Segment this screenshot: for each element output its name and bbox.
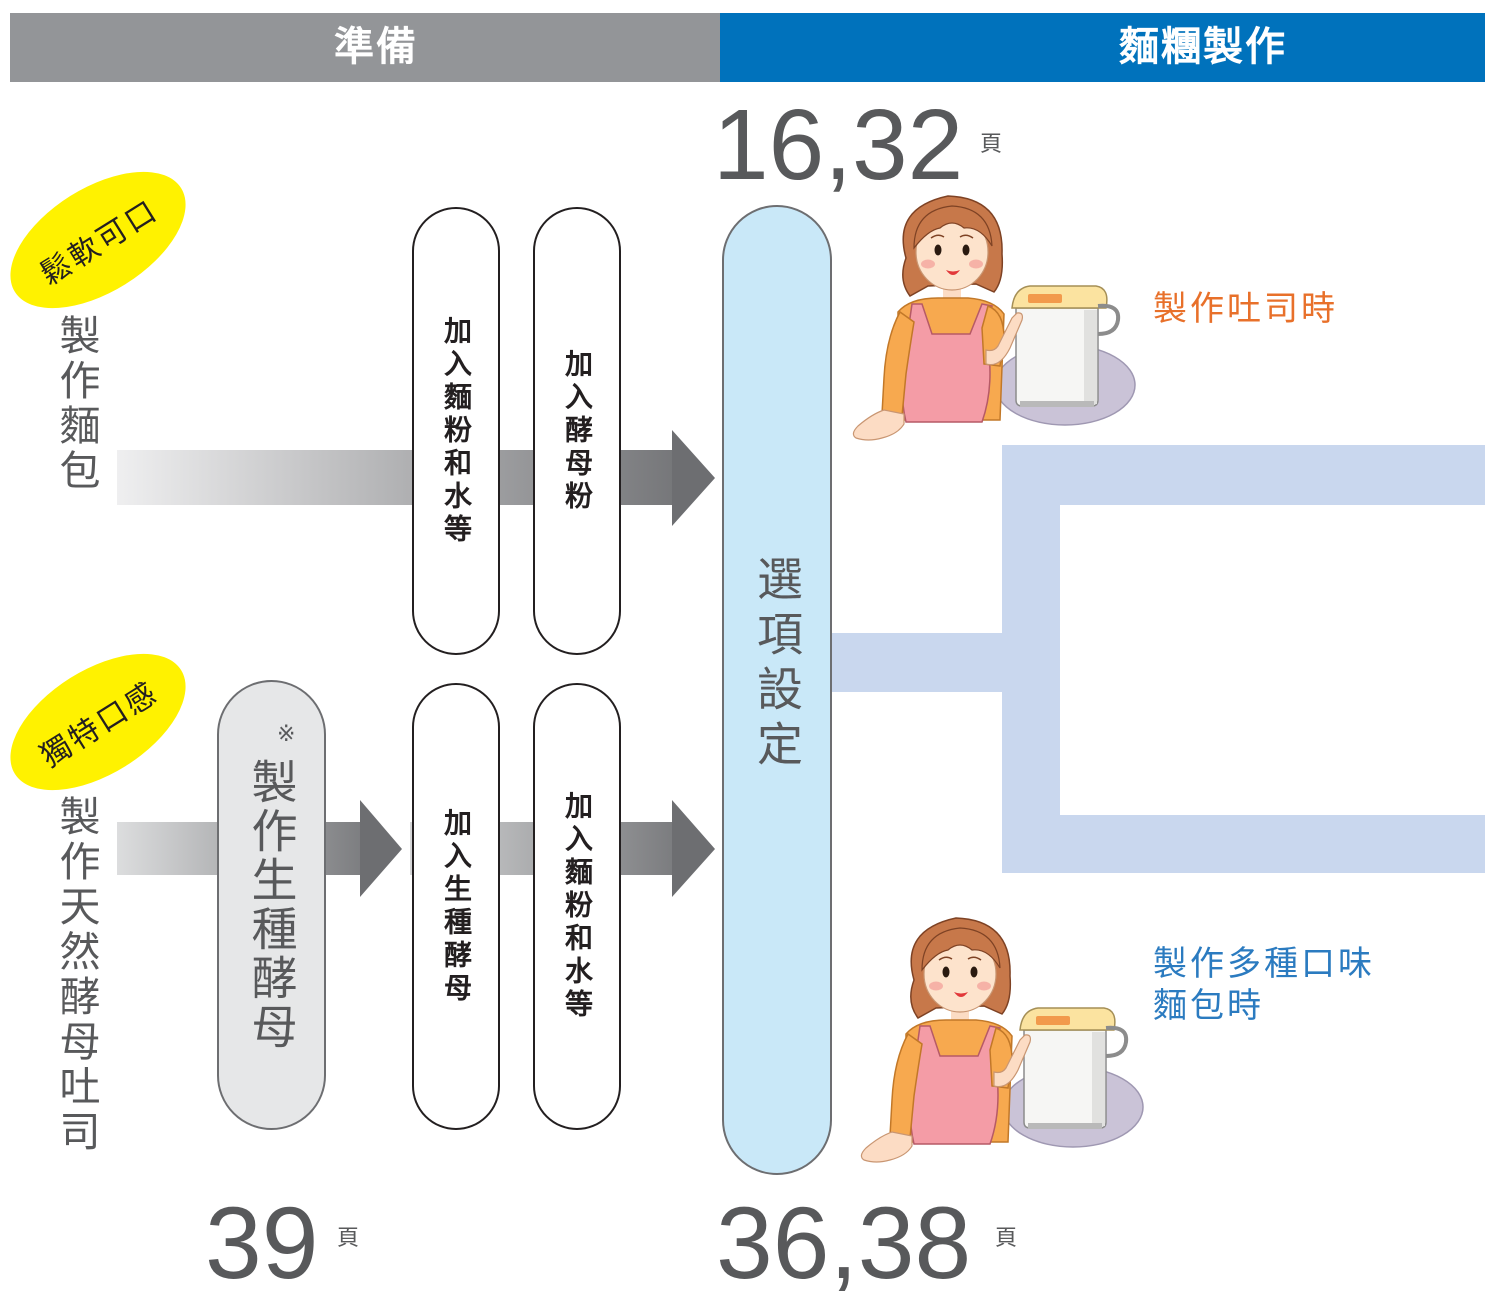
bracket-connector [832,633,1004,692]
prep-header-label: 準備 [334,24,418,70]
dough-header-label: 麵糰製作 [1119,24,1287,70]
woman-using-bread-maker-icon [859,916,1145,1164]
woman-using-bread-maker-icon [851,194,1137,442]
row2-step1-pill: 加入生種酵母 [412,683,500,1130]
row2-title: 製作天然酵母吐司 [52,795,100,1155]
page-ref-bottom-right-number: 36,38 [716,1186,972,1300]
outcome-variety-line2: 麵包時 [1153,986,1264,1026]
outcome-toast-label: 製作吐司時 [1153,289,1338,329]
row2-arrow2-head [672,800,715,897]
row1-arrow-head [672,430,715,526]
row2-step2-pill: 加入麵粉和水等 [533,683,621,1130]
row1-step1-label: 加入麵粉和水等 [440,315,473,547]
row2-pre-step-pill: ※ 製作生種酵母 [217,680,326,1130]
row2-step1-label: 加入生種酵母 [440,807,473,1006]
row2-pre-step-label: 製作生種酵母 [244,758,299,1052]
row1-step2-label: 加入酵母粉 [561,348,594,514]
row1-step2-pill: 加入酵母粉 [533,207,621,655]
row2-step2-label: 加入麵粉和水等 [561,791,594,1022]
option-setting-pill: 選項設定 [722,205,832,1175]
prep-header: 準備 [10,13,720,82]
page-ref-bottom-left-number: 39 [205,1186,319,1300]
bracket-bottom-branch [1060,815,1485,873]
outcome-toast: 製作吐司時 [1153,288,1338,330]
outcome-variety: 製作多種口味 麵包時 [1153,943,1375,1027]
outcome-variety-line1: 製作多種口味 [1153,944,1375,984]
bracket-top-branch [1060,445,1485,505]
bracket-vertical [1002,445,1060,873]
page-ref-bottom-left-unit: 頁 [337,1226,360,1251]
page-ref-top-number: 16,32 [713,89,964,201]
row2-pre-step-note-mark: ※ [277,722,296,747]
row1-title: 製作麵包 [52,314,100,494]
row2-arrow1-head [360,800,402,897]
dough-header: 麵糰製作 [720,13,1485,82]
page-ref-bottom-right-unit: 頁 [995,1226,1018,1251]
row1-step1-pill: 加入麵粉和水等 [412,207,500,655]
option-setting-label: 選項設定 [750,555,804,775]
page-ref-top-unit: 頁 [980,132,1003,157]
